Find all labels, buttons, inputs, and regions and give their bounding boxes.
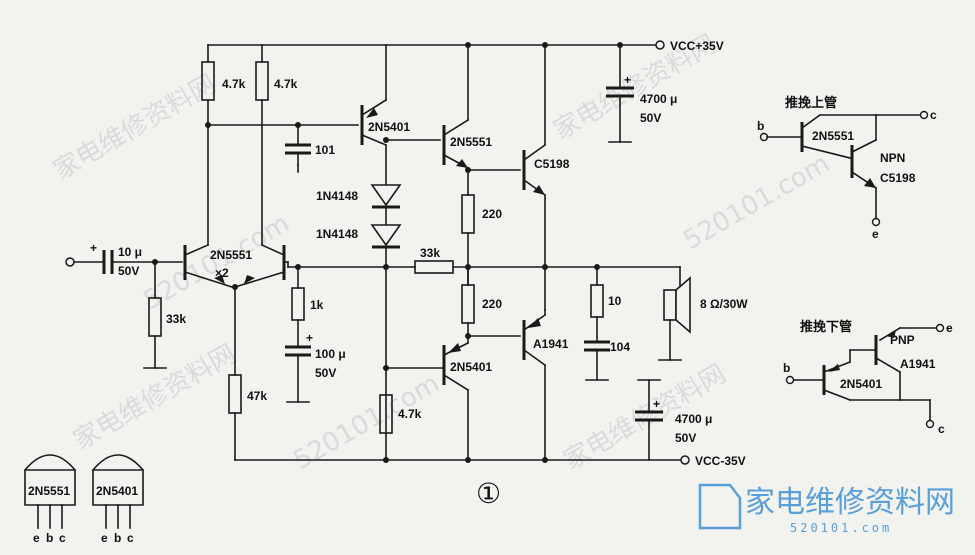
transistor-2n5401-top: 2N5401: [360, 44, 410, 186]
transistor-diff-pair: 2N5551 ×2: [183, 243, 289, 289]
capacitor-input: + 10 μ 50V: [90, 241, 183, 278]
capacitor-label: 104: [610, 340, 630, 354]
resistor-label: 4.7k: [398, 407, 422, 421]
brand-text: 家电维修资料网: [745, 485, 955, 520]
transistor-label: 2N5551: [210, 248, 252, 262]
transistor-label: 2N5401: [450, 360, 492, 374]
type-label: PNP: [890, 333, 915, 347]
pin-label: b: [783, 361, 790, 375]
capacitor-label: 4700 μ: [640, 92, 677, 106]
resistor-47k: 47k: [228, 374, 267, 414]
resistor-label: 4.7k: [274, 77, 298, 91]
pin-label: e: [872, 227, 879, 241]
resistor-label: 220: [482, 207, 502, 221]
resistor-1k: 1k: [291, 287, 324, 321]
resistor-label: 33k: [166, 312, 186, 326]
resistor-label: 33k: [420, 246, 440, 260]
resistor-33k-feedback: 33k: [414, 246, 454, 274]
plus-sign: +: [653, 397, 660, 411]
resistor-220-bottom: 220: [461, 284, 502, 324]
pin-label: c: [59, 531, 66, 545]
package-2n5401: 2N5401 e b c: [92, 454, 144, 545]
transistor-label: A1941: [900, 357, 936, 371]
capacitor-label: 100 μ: [315, 347, 346, 361]
pin-label: b: [46, 531, 53, 545]
resistor-label: 4.7k: [222, 77, 246, 91]
package-2n5551: 2N5551 e b c: [24, 454, 76, 545]
transistor-2n5401-bottom: 2N5401: [385, 341, 492, 461]
diode-label: 1N4148: [316, 227, 358, 241]
capacitor-label: 101: [315, 143, 335, 157]
speaker-label: 8 Ω/30W: [700, 297, 748, 311]
capacitor-label: 50V: [675, 431, 696, 445]
plus-sign: +: [306, 331, 313, 345]
plus-sign: +: [90, 241, 97, 255]
capacitor-label: 10 μ: [118, 245, 142, 259]
npn-push-pull-inset: 推挽上管 b c 2N5551 e NPN C5198: [757, 95, 937, 241]
brand-watermark: 家电维修资料网 520101.com: [698, 483, 955, 535]
plus-sign: +: [624, 73, 631, 87]
inset-title: 推挽上管: [785, 95, 837, 111]
capacitor-4700u-top: + 4700 μ 50V: [606, 73, 677, 125]
resistor-47k-bottom: 4.7k: [379, 394, 422, 434]
transistor-label: 2N5401: [368, 120, 410, 134]
input-terminal: [65, 257, 103, 267]
transistor-c5198: C5198: [522, 44, 570, 311]
brand-url: 520101.com: [790, 521, 892, 535]
figure-number: ①: [476, 477, 501, 510]
resistor-label: 1k: [310, 298, 324, 312]
package-label: 2N5401: [96, 484, 138, 498]
inset-title: 推挽下管: [800, 319, 852, 335]
background-watermarks: 家电维修资料网 520101.com 家电维修资料网 520101.com 家电…: [49, 29, 835, 476]
power-rails: VCC+35V VCC-35V: [207, 39, 746, 468]
capacitor-101: 101: [285, 124, 335, 166]
diode-2: 1N4148: [316, 224, 402, 249]
diode-1: 1N4148: [316, 184, 402, 209]
transistor-a1941: A1941: [522, 309, 569, 461]
pin-label: b: [114, 531, 121, 545]
vcc-negative-label: VCC-35V: [695, 454, 746, 468]
resistor-r2: 4.7k: [255, 61, 298, 101]
resistor-label: 47k: [247, 389, 267, 403]
resistor-220-top: 220: [461, 194, 502, 234]
transistor-label: 2N5401: [840, 377, 882, 391]
pin-label: e: [33, 531, 40, 545]
capacitor-104: 104: [584, 340, 630, 354]
pin-label: c: [930, 108, 937, 122]
capacitor-100u: + 100 μ 50V: [285, 331, 346, 380]
watermark-text: 520101.com: [679, 149, 835, 257]
transistor-label: A1941: [533, 337, 569, 351]
transistor-label: C5198: [534, 157, 570, 171]
capacitor-label: 50V: [640, 111, 661, 125]
vcc-positive-label: VCC+35V: [670, 39, 724, 53]
pnp-push-pull-inset: 推挽下管 PNP A1941 e b 2N5401 c: [783, 319, 953, 436]
pin-label: c: [938, 422, 945, 436]
capacitor-label: 50V: [315, 366, 336, 380]
capacitor-label: 4700 μ: [675, 412, 712, 426]
pin-label: e: [946, 321, 953, 335]
capacitor-label: 50V: [118, 264, 139, 278]
package-label: 2N5551: [28, 484, 70, 498]
pin-label: e: [101, 531, 108, 545]
resistor-10-ohm: 10: [590, 284, 622, 318]
transistor-label: C5198: [880, 171, 916, 185]
book-logo-icon: [698, 483, 742, 530]
type-label: NPN: [880, 151, 905, 165]
resistor-label: 10: [608, 294, 622, 308]
pin-label: c: [127, 531, 134, 545]
speaker: 8 Ω/30W: [658, 266, 748, 361]
diode-label: 1N4148: [316, 189, 358, 203]
transistor-2n5551-driver: 2N5551: [442, 44, 492, 170]
transistor-label: 2N5551: [450, 135, 492, 149]
transistor-label: 2N5551: [812, 129, 854, 143]
watermark-text: 家电维修资料网: [49, 69, 222, 186]
pin-label: b: [757, 119, 764, 133]
resistor-label: 220: [482, 297, 502, 311]
transistor-label: ×2: [215, 266, 229, 280]
